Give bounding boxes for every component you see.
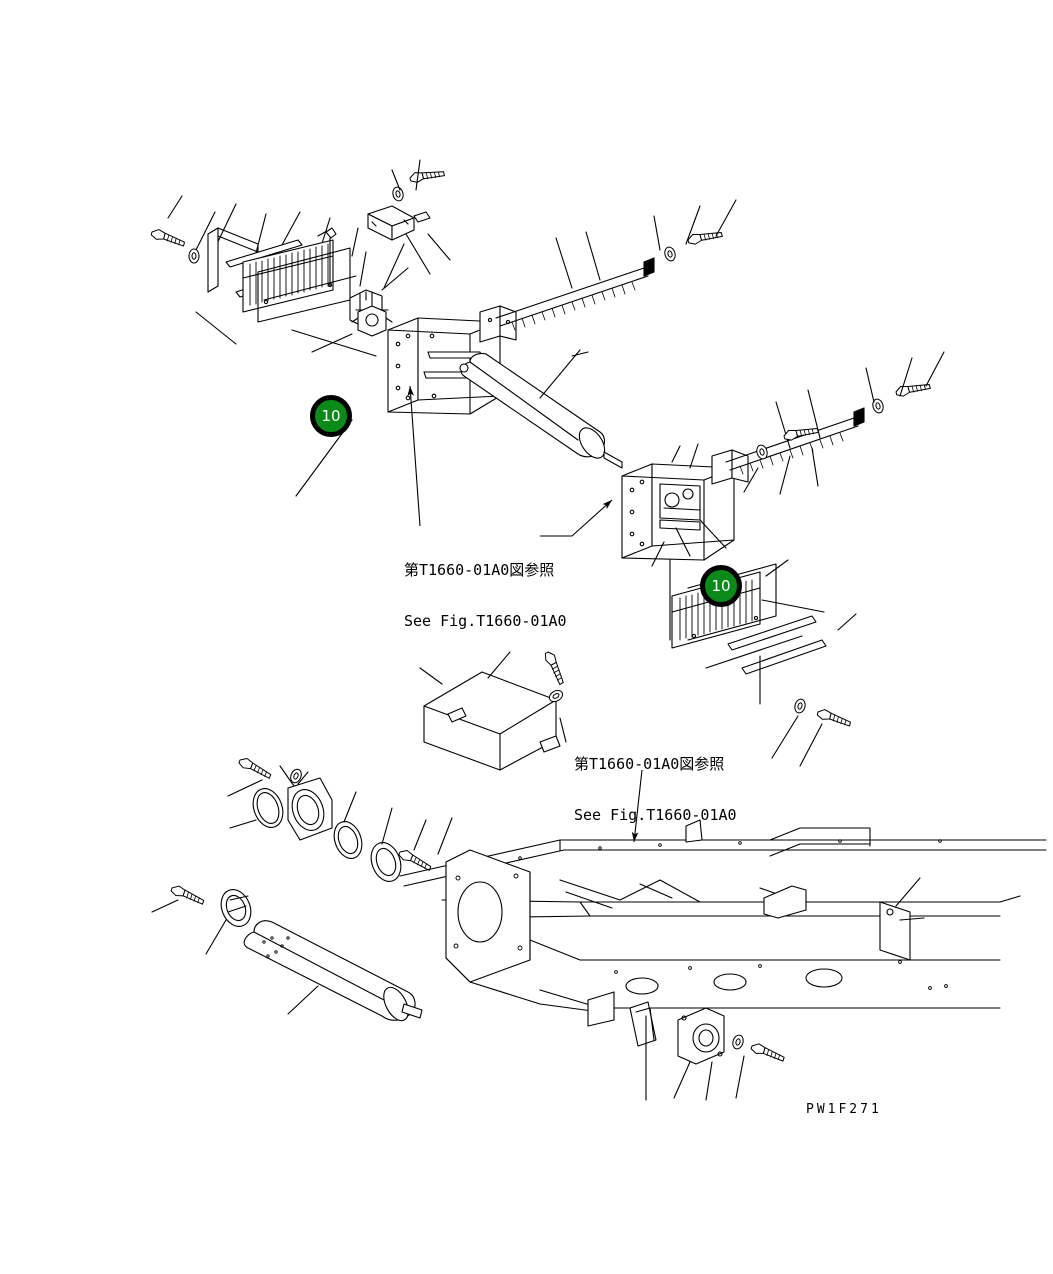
sheet-code: PW1F271 [806, 1102, 882, 1117]
reference-label-lower-jp: 第T1660-01A0図参照 [574, 755, 725, 773]
reference-label-upper-jp: 第T1660-01A0図参照 [404, 561, 555, 579]
upper-left-guard-assembly [149, 195, 377, 497]
upper-center-motor-mount [311, 227, 409, 353]
mid-right-threaded-rod [725, 351, 945, 495]
lower-left-roller-drum [151, 883, 423, 1022]
reference-label-lower-en: See Fig.T1660-01A0 [574, 806, 737, 824]
conveyor-frame-structure [399, 819, 1047, 1101]
upper-threaded-rod-assembly [495, 199, 737, 331]
reference-leader-lines [407, 385, 643, 843]
lower-left-bearing-group [227, 755, 453, 882]
reference-label-upper: 第T1660-01A0図参照 See Fig.T1660-01A0 [404, 528, 567, 664]
lower-center-cover-box [419, 649, 570, 771]
mid-right-plate-assembly [621, 443, 749, 567]
reference-label-lower: 第T1660-01A0図参照 See Fig.T1660-01A0 [574, 722, 737, 858]
reference-label-upper-en: See Fig.T1660-01A0 [404, 612, 567, 630]
callout-badge-10-lower[interactable]: 10 [700, 565, 742, 607]
callout-number: 10 [711, 576, 731, 595]
callout-number: 10 [321, 406, 341, 425]
upper-roller-drum [459, 349, 623, 469]
callout-badge-10-upper[interactable]: 10 [310, 395, 352, 437]
upper-bracket-bearing-block [367, 159, 451, 275]
